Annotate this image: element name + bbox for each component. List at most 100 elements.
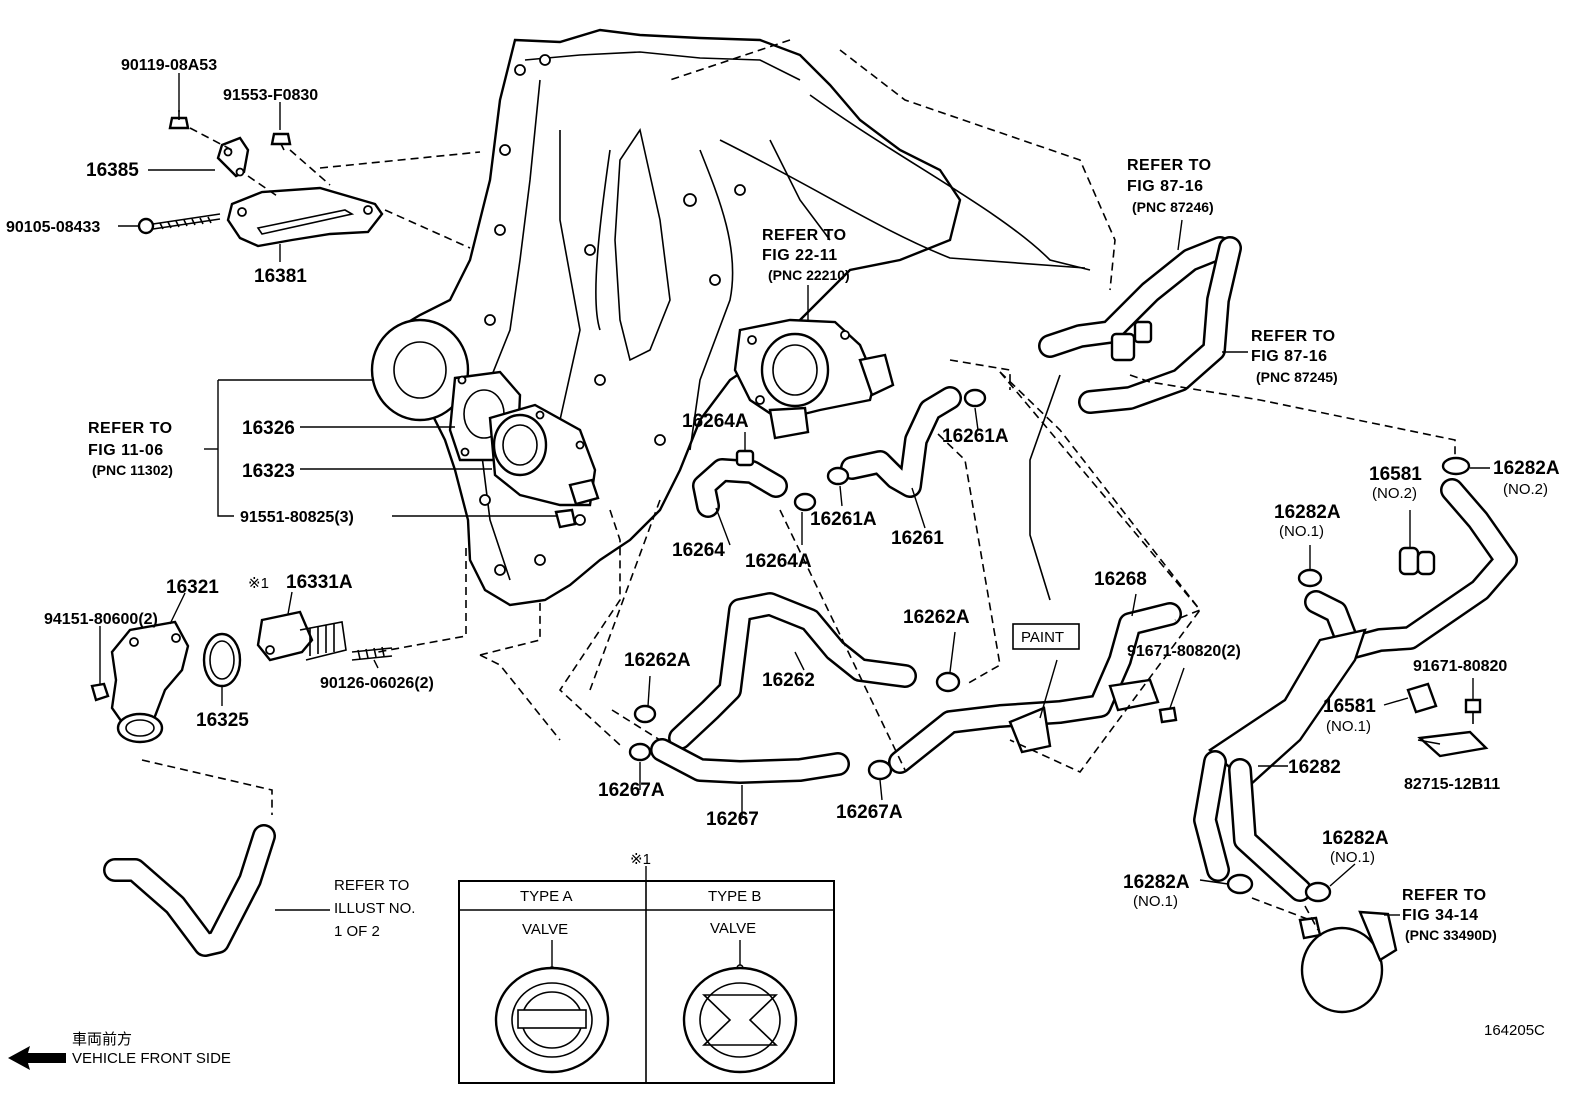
label-16325: 16325 — [196, 710, 249, 731]
reference-fig-22-11: REFER TO FIG 22-11 (PNC 22210) — [762, 227, 850, 283]
label-91551-80825: 91551-80825(3) — [240, 509, 354, 526]
label-16282a-no1-a-sub: (NO.1) — [1279, 523, 1324, 540]
pipe-16282 — [1193, 478, 1518, 902]
label-16267a-left: 16267A — [598, 780, 665, 801]
reference-fig-34-14: REFER TO FIG 34-14 (PNC 33490D) — [1402, 887, 1497, 943]
label-16264a-top: 16264A — [682, 411, 749, 432]
clamp-16282a-no1-upper — [1297, 568, 1323, 588]
vehicle-front-arrow-icon — [8, 1046, 66, 1070]
inset-valve-b: VALVE — [710, 920, 756, 937]
bolt-91671-80820-2 — [1158, 706, 1178, 724]
vehicle-front-english: VEHICLE FRONT SIDE — [72, 1050, 231, 1067]
hose-16267 — [650, 738, 850, 784]
label-16323: 16323 — [242, 461, 295, 482]
inset-mark-1: ※1 — [630, 851, 651, 868]
bracket-16385 — [216, 136, 250, 178]
svg-text:REFER TO: REFER TO — [88, 420, 173, 437]
clamp-16581-no1 — [1406, 682, 1438, 714]
water-inlet-16321 — [110, 620, 190, 744]
label-16581-no2: 16581 — [1369, 464, 1422, 485]
label-82715-12b11: 82715-12B11 — [1404, 776, 1500, 793]
label-16267a-right: 16267A — [836, 802, 903, 823]
svg-text:ILLUST NO.: ILLUST NO. — [334, 900, 415, 917]
label-16581-no1-sub: (NO.1) — [1326, 718, 1371, 735]
reference-fig-87-16-pnc-87245: REFER TO FIG 87-16 (PNC 87245) — [1251, 328, 1338, 385]
svg-text:(PNC 11302): (PNC 11302) — [92, 462, 173, 478]
vehicle-front-japanese: 車両前方 — [72, 1031, 132, 1048]
label-16282a-no1-a: 16282A — [1274, 502, 1341, 523]
label-16262a-right: 16262A — [903, 607, 970, 628]
inset-type-b: TYPE B — [708, 888, 761, 905]
label-91671-80820: 91671-80820 — [1413, 658, 1507, 675]
label-16264a-bottom: 16264A — [745, 551, 812, 572]
hose-16264 — [692, 458, 788, 518]
label-16581-no1: 16581 — [1323, 696, 1376, 717]
bolt-90119-08a53 — [168, 110, 190, 130]
label-16282a-no2: 16282A — [1493, 458, 1560, 479]
svg-text:REFER TO: REFER TO — [1127, 157, 1212, 174]
valve-type-a-drawing — [494, 940, 610, 1074]
label-16282a-no1-c-sub: (NO.1) — [1133, 893, 1178, 910]
label-mark-1: ※1 — [248, 575, 269, 592]
clamp-16264a-bottom — [793, 492, 817, 512]
svg-text:REFER TO: REFER TO — [1251, 328, 1336, 345]
clamp-16262a-left — [633, 704, 657, 724]
thermostat-16331a — [256, 610, 347, 662]
svg-text:(PNC 87246): (PNC 87246) — [1132, 199, 1214, 215]
label-16264: 16264 — [672, 540, 725, 561]
label-16282a-no2-sub: (NO.2) — [1503, 481, 1548, 498]
svg-text:PAINT: PAINT — [1021, 629, 1064, 646]
radiator-hose-reference — [103, 824, 276, 957]
clamp-upper-hose — [1110, 320, 1153, 362]
label-16381: 16381 — [254, 266, 307, 287]
bolt-91551-80825 — [554, 508, 577, 529]
label-90105-08433: 90105-08433 — [6, 219, 100, 236]
label-91553-f0830: 91553-F0830 — [223, 87, 318, 104]
svg-text:FIG 22-11: FIG 22-11 — [762, 247, 838, 264]
upper-right-hose-87246 — [1038, 236, 1232, 358]
valve-type-b-drawing — [682, 940, 798, 1074]
clamp-16264a-top — [735, 449, 755, 467]
bracket-82715-12b11 — [1417, 730, 1489, 758]
label-16282: 16282 — [1288, 757, 1341, 778]
clamp-16267a-left — [628, 742, 652, 762]
inset-valve-a: VALVE — [522, 921, 568, 938]
clamp-16581-no2 — [1398, 546, 1436, 576]
clamp-16282a-no1-lower-left — [1226, 873, 1254, 895]
thermostat-type-inset — [458, 866, 835, 1084]
label-16282a-no1-b: 16282A — [1322, 828, 1389, 849]
label-16326: 16326 — [242, 418, 295, 439]
label-94151-80600: 94151-80600(2) — [44, 611, 158, 628]
svg-text:1 OF 2: 1 OF 2 — [334, 923, 380, 940]
clamp-16261a-top — [963, 388, 987, 408]
bolt-90105-08433 — [137, 213, 221, 235]
oil-cooler-33490d — [1298, 910, 1398, 1014]
svg-text:REFER TO: REFER TO — [334, 877, 409, 894]
label-16268: 16268 — [1094, 569, 1147, 590]
label-90126-06026: 90126-06026(2) — [320, 675, 434, 692]
throttle-body — [733, 318, 895, 440]
stud-90126-06026 — [351, 646, 393, 661]
upper-right-hose-87245 — [1078, 236, 1242, 414]
svg-text:(PNC 33490D): (PNC 33490D) — [1405, 927, 1497, 943]
bracket-16381 — [226, 186, 384, 248]
paint-label-box: PAINT — [1012, 623, 1080, 650]
label-16581-no2-sub: (NO.2) — [1372, 485, 1417, 502]
reference-fig-87-16-pnc-87246: REFER TO FIG 87-16 (PNC 87246) — [1127, 157, 1214, 215]
hose-16262 — [668, 592, 917, 750]
figure-code: 164205C — [1484, 1022, 1545, 1039]
svg-text:FIG 34-14: FIG 34-14 — [1402, 907, 1479, 924]
clamp-16282a-no2 — [1441, 456, 1471, 476]
gasket-16325 — [202, 632, 242, 688]
label-16385: 16385 — [86, 160, 139, 181]
clamp-16261a-mid — [826, 466, 850, 486]
label-91671-80820-2: 91671-80820(2) — [1127, 643, 1241, 660]
svg-text:REFER TO: REFER TO — [1402, 887, 1487, 904]
label-16261: 16261 — [891, 528, 944, 549]
svg-text:REFER TO: REFER TO — [762, 227, 847, 244]
bolt-91671-80820 — [1464, 698, 1482, 724]
label-16282a-no1-b-sub: (NO.1) — [1330, 849, 1375, 866]
label-90119-08a53: 90119-08A53 — [121, 57, 217, 74]
hose-16268 — [888, 602, 1182, 774]
